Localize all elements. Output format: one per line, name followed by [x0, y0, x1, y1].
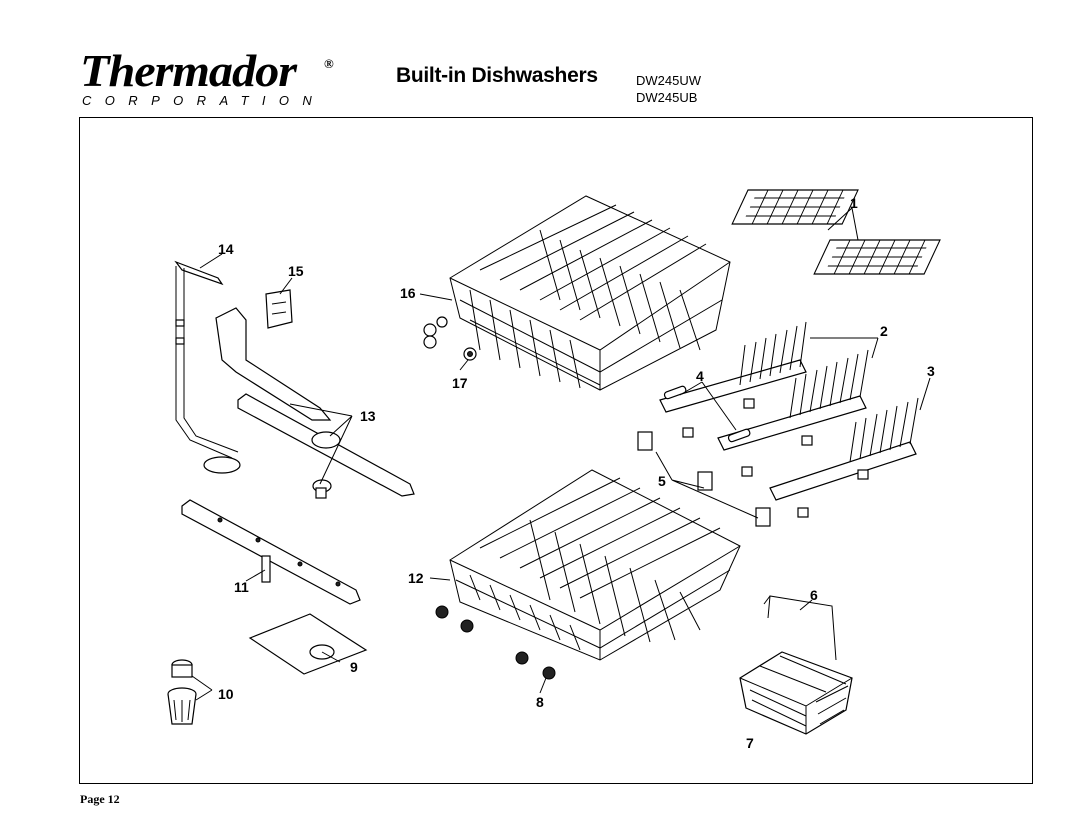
callout-11: 11	[234, 579, 249, 595]
silverware-basket-drawing	[739, 651, 853, 735]
model-numbers: DW245UW DW245UB	[636, 72, 701, 106]
callout-4: 4	[696, 368, 704, 384]
document-title: Built-in Dishwashers	[396, 64, 598, 87]
callout-8: 8	[536, 694, 544, 710]
callout-7: 7	[746, 735, 754, 751]
callout-12: 12	[408, 570, 424, 586]
callout-1: 1	[850, 195, 858, 211]
page-number: Page 12	[80, 792, 120, 806]
tine-rows-drawing	[659, 321, 919, 518]
model-number-2: DW245UB	[636, 90, 698, 105]
callout-9: 9	[350, 659, 358, 675]
brand-subtitle: CORPORATION	[82, 93, 326, 108]
callout-14: 14	[218, 241, 234, 257]
registered-mark: ®	[324, 56, 334, 71]
cup-shelf-drawing	[731, 189, 941, 275]
callout-17: 17	[452, 375, 468, 391]
upper-rack-wheel-drawing	[463, 347, 477, 361]
filter-plate-drawing	[248, 613, 368, 675]
lower-spray-arm-drawing	[181, 499, 361, 605]
callout-3: 3	[927, 363, 935, 379]
upper-rack-drawing	[423, 195, 731, 391]
tine-row-pin-drawing	[663, 385, 751, 443]
callout-13: 13	[360, 408, 376, 424]
callout-15: 15	[288, 263, 304, 279]
callout-leaders	[191, 207, 931, 701]
callout-10: 10	[218, 686, 234, 702]
callout-2: 2	[880, 323, 888, 339]
tube-bracket-drawing	[265, 289, 293, 329]
model-number-1: DW245UW	[636, 73, 702, 88]
tine-row-clip-drawing	[637, 431, 771, 527]
supply-tube-drawing	[174, 260, 241, 474]
callout-6: 6	[810, 587, 818, 603]
lower-rack-wheel-drawing	[435, 605, 556, 680]
brand-wordmark: Thermador	[80, 45, 297, 96]
callout-5: 5	[658, 473, 666, 489]
callout-16: 16	[400, 285, 416, 301]
thermador-logo: Thermador ® CORPORATION	[80, 48, 340, 110]
filter-cup-drawing	[167, 659, 197, 725]
basket-handle-drawing	[763, 595, 837, 661]
lower-rack-drawing	[449, 469, 741, 661]
diagram-frame	[79, 117, 1033, 784]
upper-spray-arm-drawing	[215, 307, 415, 499]
